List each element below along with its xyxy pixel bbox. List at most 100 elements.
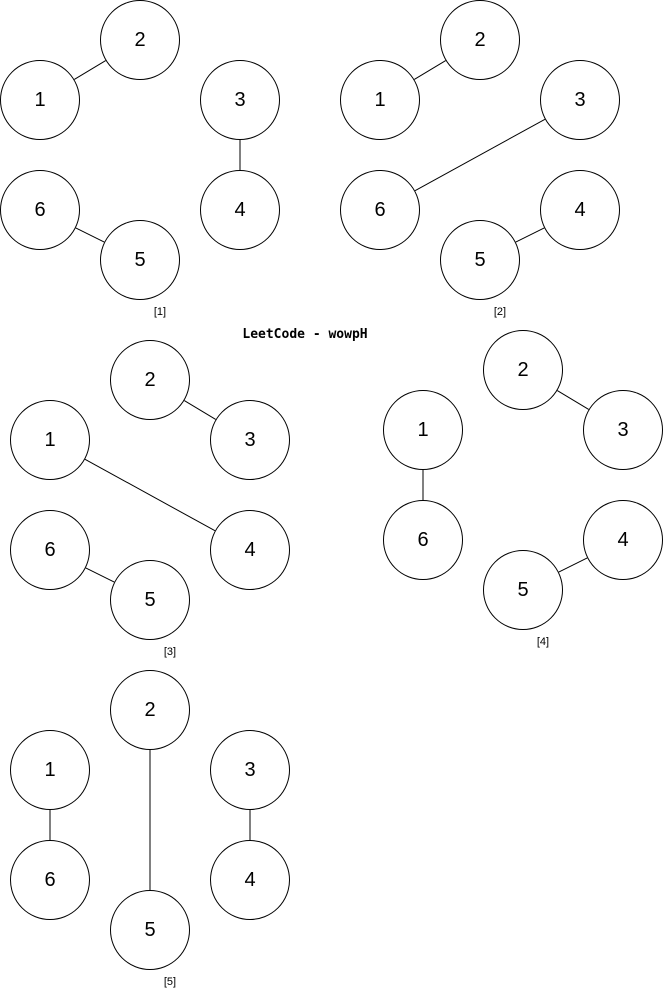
edge-2-5-4 xyxy=(515,227,545,243)
panel-caption-2: [2] xyxy=(494,306,506,318)
node-label: 2 xyxy=(144,699,155,721)
panel-caption-4: [4] xyxy=(537,636,549,648)
node-3-1: 1 xyxy=(10,400,90,480)
node-label: 2 xyxy=(474,29,485,51)
node-4-3: 3 xyxy=(583,390,663,470)
node-4-6: 6 xyxy=(383,500,463,580)
panel-caption-1: [1] xyxy=(154,306,166,318)
node-label: 1 xyxy=(34,89,45,111)
edge-3-6-5 xyxy=(85,567,115,583)
node-circle xyxy=(583,500,663,580)
node-1-6: 6 xyxy=(0,170,80,250)
node-2-4: 4 xyxy=(540,170,620,250)
node-label: 2 xyxy=(517,359,528,381)
node-circle xyxy=(110,560,190,640)
edge-3-2-3 xyxy=(184,400,216,420)
node-4-4: 4 xyxy=(583,500,663,580)
edge-3-1-4 xyxy=(84,458,216,532)
node-circle xyxy=(100,0,180,80)
node-circle xyxy=(110,890,190,970)
node-label: 4 xyxy=(574,199,585,221)
edges-layer xyxy=(49,60,589,890)
node-circle xyxy=(200,60,280,140)
node-label: 5 xyxy=(474,249,485,271)
node-label: 6 xyxy=(44,539,55,561)
node-circle xyxy=(383,390,463,470)
node-3-4: 4 xyxy=(210,510,290,590)
node-label: 1 xyxy=(44,429,55,451)
node-5-5: 5 xyxy=(110,890,190,970)
node-label: 3 xyxy=(574,89,585,111)
node-1-4: 4 xyxy=(200,170,280,250)
node-3-5: 5 xyxy=(110,560,190,640)
node-1-5: 5 xyxy=(100,220,180,300)
node-circle xyxy=(483,550,563,630)
node-label: 5 xyxy=(517,579,528,601)
node-circle xyxy=(340,60,420,140)
node-label: 2 xyxy=(144,369,155,391)
node-circle xyxy=(483,330,563,410)
captions-layer: [1][2][3][4][5] xyxy=(154,306,549,988)
node-4-5: 5 xyxy=(483,550,563,630)
nodes-layer: 1 2 3 4 5 6 1 2 3 4 5 6 1 2 3 4 5 6 1 2 3 4 5 6 1 2 3 4 5 6 xyxy=(0,0,663,970)
node-label: 3 xyxy=(244,429,255,451)
node-label: 6 xyxy=(44,869,55,891)
node-circle xyxy=(583,390,663,470)
node-label: 4 xyxy=(617,529,628,551)
panel-caption-5: [5] xyxy=(164,976,176,988)
node-2-1: 1 xyxy=(340,60,420,140)
node-circle xyxy=(0,60,80,140)
node-label: 5 xyxy=(144,589,155,611)
node-label: 6 xyxy=(374,199,385,221)
node-3-3: 3 xyxy=(210,400,290,480)
node-label: 4 xyxy=(234,199,245,221)
node-1-2: 2 xyxy=(100,0,180,80)
node-2-2: 2 xyxy=(440,0,520,80)
node-label: 2 xyxy=(134,29,145,51)
node-5-1: 1 xyxy=(10,730,90,810)
node-label: 3 xyxy=(234,89,245,111)
node-circle xyxy=(0,170,80,250)
node-5-6: 6 xyxy=(10,840,90,920)
node-circle xyxy=(200,170,280,250)
node-5-2: 2 xyxy=(110,670,190,750)
watermark-text: LeetCode - wowpH xyxy=(242,327,367,342)
node-label: 4 xyxy=(244,869,255,891)
node-circle xyxy=(383,500,463,580)
node-label: 1 xyxy=(44,759,55,781)
node-label: 3 xyxy=(617,419,628,441)
node-1-1: 1 xyxy=(0,60,80,140)
node-2-5: 5 xyxy=(440,220,520,300)
node-circle xyxy=(440,220,520,300)
edge-2-1-2 xyxy=(414,60,446,80)
edge-4-5-4 xyxy=(558,557,588,573)
node-circle xyxy=(10,840,90,920)
node-4-1: 1 xyxy=(383,390,463,470)
node-circle xyxy=(100,220,180,300)
node-2-3: 3 xyxy=(540,60,620,140)
node-label: 5 xyxy=(144,919,155,941)
node-circle xyxy=(110,670,190,750)
node-5-3: 3 xyxy=(210,730,290,810)
node-3-6: 6 xyxy=(10,510,90,590)
node-circle xyxy=(340,170,420,250)
node-label: 3 xyxy=(244,759,255,781)
node-circle xyxy=(210,510,290,590)
node-label: 5 xyxy=(134,249,145,271)
node-5-4: 4 xyxy=(210,840,290,920)
node-label: 6 xyxy=(34,199,45,221)
node-circle xyxy=(540,60,620,140)
node-label: 1 xyxy=(374,89,385,111)
edge-2-6-3 xyxy=(414,118,546,192)
node-circle xyxy=(440,0,520,80)
node-4-2: 2 xyxy=(483,330,563,410)
node-1-3: 3 xyxy=(200,60,280,140)
edge-1-6-5 xyxy=(75,227,105,243)
node-label: 1 xyxy=(417,419,428,441)
edge-1-1-2 xyxy=(74,60,106,80)
node-circle xyxy=(10,510,90,590)
node-circle xyxy=(10,400,90,480)
node-label: 6 xyxy=(417,529,428,551)
node-circle xyxy=(110,340,190,420)
